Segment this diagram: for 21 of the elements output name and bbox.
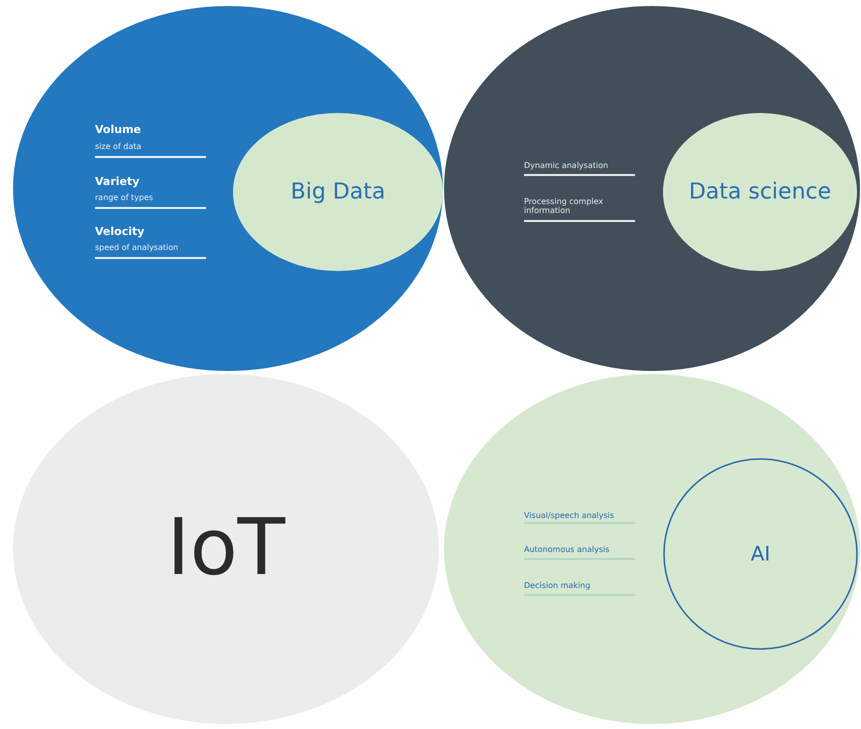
item-label: Autonomous analysis bbox=[524, 545, 610, 554]
item-label: Processing complex information bbox=[524, 197, 604, 216]
item-label: Visual/speech analysis bbox=[524, 511, 616, 520]
item-description: size of data bbox=[95, 142, 142, 152]
venn-circle bbox=[663, 458, 858, 650]
venn-circle bbox=[443, 5, 861, 372]
circle-title: Big Data bbox=[290, 179, 386, 205]
venn-circle bbox=[443, 373, 861, 725]
item-label: Dynamic analysation bbox=[524, 161, 610, 170]
venn-circle bbox=[12, 5, 444, 372]
circle-title: IoT bbox=[166, 504, 286, 594]
circle-title: Data science bbox=[688, 179, 832, 205]
item-description: speed of analysation bbox=[95, 243, 180, 252]
item-description: range of types bbox=[95, 193, 154, 202]
item-heading: Velocity bbox=[95, 226, 146, 239]
item-heading: Variety bbox=[95, 176, 140, 189]
item-label: Decision making bbox=[524, 581, 592, 590]
venn-circle bbox=[232, 112, 444, 272]
item-heading: Volume bbox=[95, 124, 142, 137]
venn-circle bbox=[662, 112, 858, 272]
circle-title: AI bbox=[750, 542, 770, 566]
